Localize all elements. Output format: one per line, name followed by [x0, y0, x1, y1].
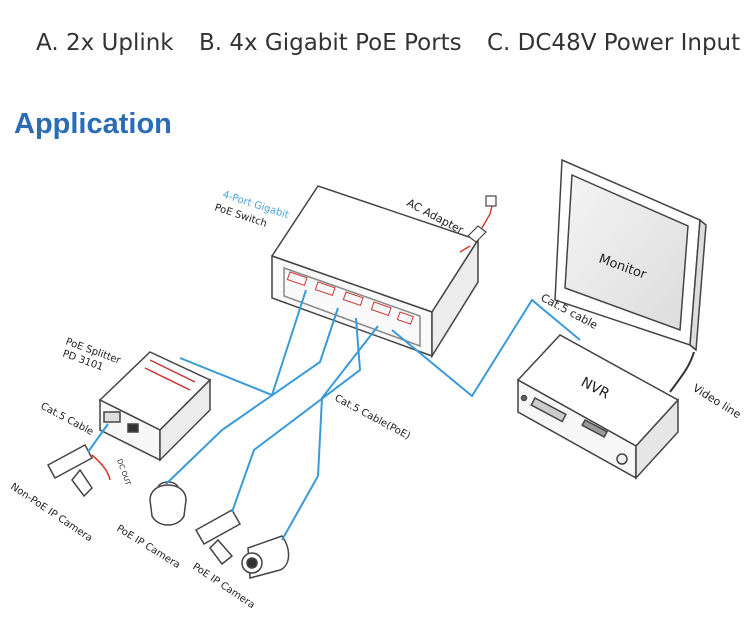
- ac-adapter: [459, 195, 497, 253]
- non-poe-camera: [46, 443, 111, 498]
- video-line-cable: [669, 351, 695, 393]
- network-cables: [87, 289, 581, 541]
- switch-port: [342, 291, 364, 307]
- video-line-label: Video line: [690, 382, 743, 422]
- legend-item-uplink: A. 2x Uplink: [36, 30, 174, 56]
- dc-out-label: DC OUT: [115, 458, 132, 487]
- monitor-device: [554, 158, 707, 352]
- cat5-poe-cable-label: Cat.5 Cable(PoE): [333, 393, 412, 442]
- cat5-cable-splitter-label: Cat.5 Cable: [39, 401, 95, 438]
- switch-port: [286, 271, 308, 287]
- section-title: Application: [14, 108, 172, 140]
- cable-box-to-switch: [281, 325, 379, 541]
- feature-legend: A. 2x Uplink B. 4x Gigabit PoE Ports C. …: [36, 30, 740, 70]
- cable-switch-to-nvr: [391, 298, 581, 398]
- cable-splitter-to-noncam: [87, 423, 109, 453]
- poe-camera-1-label: PoE IP Camera: [114, 523, 181, 571]
- nvr-device: [516, 334, 680, 480]
- dome-camera: [149, 481, 187, 526]
- bullet-camera: [194, 508, 242, 566]
- legend-item-poe-ports: B. 4x Gigabit PoE Ports: [198, 30, 462, 56]
- box-camera: [241, 535, 290, 579]
- cable-bullet-to-switch: [231, 317, 362, 513]
- legend-item-power-input: C. DC48V Power Input: [486, 30, 741, 56]
- switch-port: [314, 281, 336, 297]
- cable-dome-to-switch: [165, 307, 339, 485]
- switch-port: [370, 301, 392, 317]
- switch-port: [396, 311, 414, 325]
- switch-ports: [286, 271, 414, 325]
- poe-splitter-device: [98, 351, 212, 462]
